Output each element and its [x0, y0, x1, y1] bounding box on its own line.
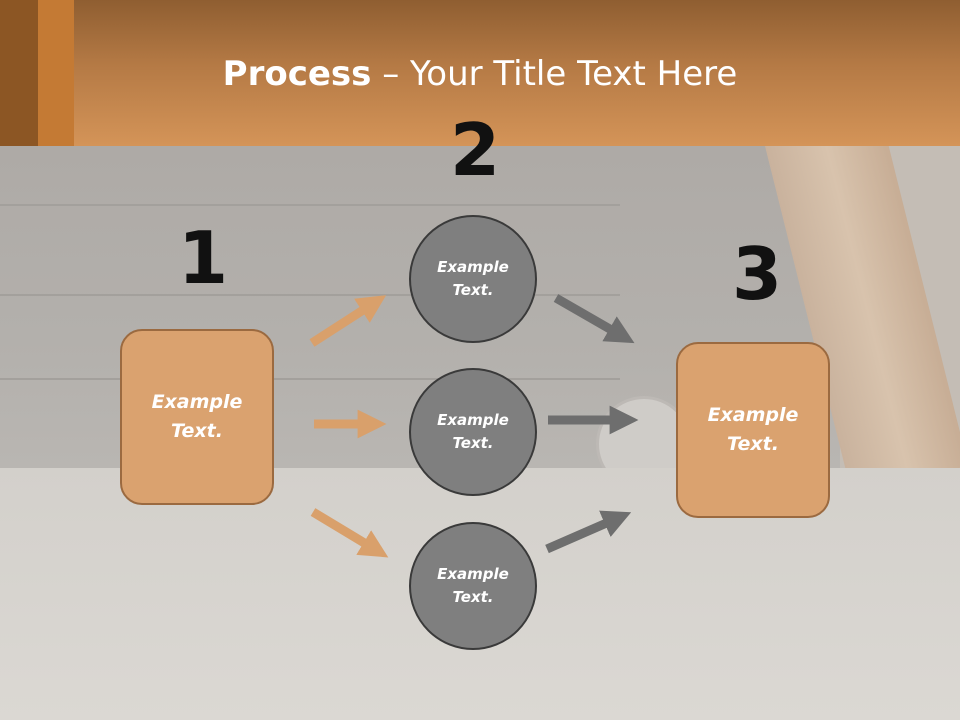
- arrow-to-circle-3: [313, 512, 376, 550]
- step-2-circle-3[interactable]: Example Text.: [409, 522, 537, 650]
- circle-2-text: Example Text.: [425, 409, 521, 455]
- step-number-3: 3: [732, 234, 782, 314]
- step-number-2: 2: [450, 110, 500, 190]
- circle-1-text: Example Text.: [425, 256, 521, 302]
- arrow-from-circle-1: [556, 298, 622, 336]
- step-3-box[interactable]: Example Text.: [676, 342, 830, 518]
- step-1-box-text: Example Text.: [132, 388, 262, 446]
- step-3-box-text: Example Text.: [688, 401, 818, 459]
- step-1-box[interactable]: Example Text.: [120, 329, 274, 505]
- step-2-circle-2[interactable]: Example Text.: [409, 368, 537, 496]
- circle-3-text: Example Text.: [425, 563, 521, 609]
- arrow-to-circle-1: [312, 303, 374, 343]
- step-number-1: 1: [178, 218, 228, 298]
- step-2-circle-1[interactable]: Example Text.: [409, 215, 537, 343]
- arrow-from-circle-3: [547, 518, 618, 549]
